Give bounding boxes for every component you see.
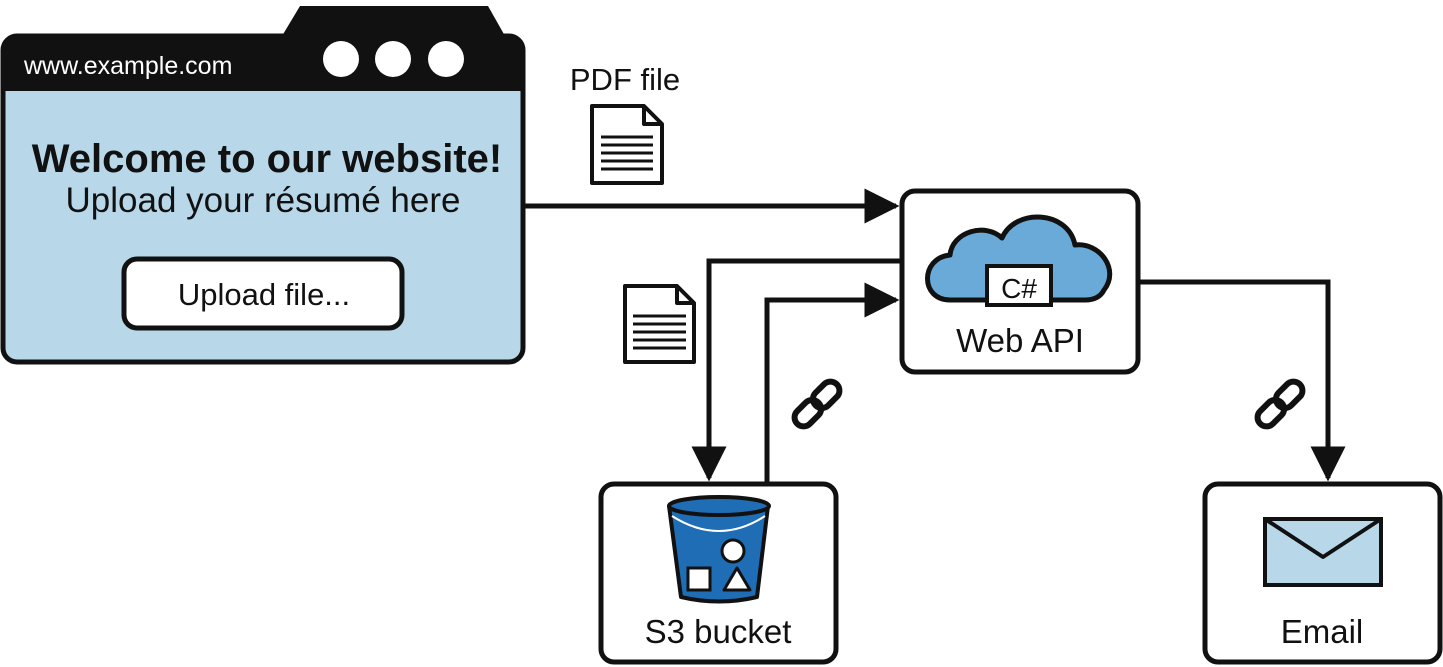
email-label: Email (1281, 613, 1364, 650)
window-control-circle (375, 41, 411, 77)
upload-file-button[interactable]: Upload file... (121, 256, 405, 331)
circle-shape-icon (720, 538, 746, 564)
pdf-document-icon (590, 104, 664, 185)
browser-subheading: Upload your résumé here (66, 181, 461, 220)
web-api-node: C# Web API (899, 188, 1141, 375)
browser-heading: Welcome to our website! (32, 137, 502, 181)
arrow-webapi-to-s3 (691, 258, 902, 482)
window-control-circle (323, 41, 359, 77)
web-api-label: Web API (956, 322, 1084, 359)
link-icon (791, 378, 843, 430)
envelope-icon (1263, 517, 1383, 587)
upload-file-button-label: Upload file... (178, 277, 350, 312)
csharp-badge-label: C# (1001, 273, 1037, 304)
browser-window: www.example.com Welcome to our website! … (0, 6, 526, 365)
s3-bucket-node: S3 bucket (598, 481, 839, 665)
square-shape-icon (686, 566, 712, 592)
browser-tab (282, 6, 505, 36)
arrow-webapi-to-email (1138, 279, 1346, 482)
arrow-s3-to-webapi (764, 282, 900, 484)
s3-bucket-label: S3 bucket (645, 613, 792, 650)
email-node: Email (1202, 481, 1443, 665)
link-icon (1254, 378, 1306, 430)
cloud-icon (925, 214, 1113, 303)
browser-url: www.example.com (23, 52, 232, 80)
pdf-file-label: PDF file (570, 62, 680, 97)
window-control-circle (428, 41, 464, 77)
triangle-shape-icon (722, 566, 752, 592)
document-icon (623, 284, 696, 364)
bucket-icon (667, 495, 771, 604)
csharp-badge (985, 264, 1053, 307)
